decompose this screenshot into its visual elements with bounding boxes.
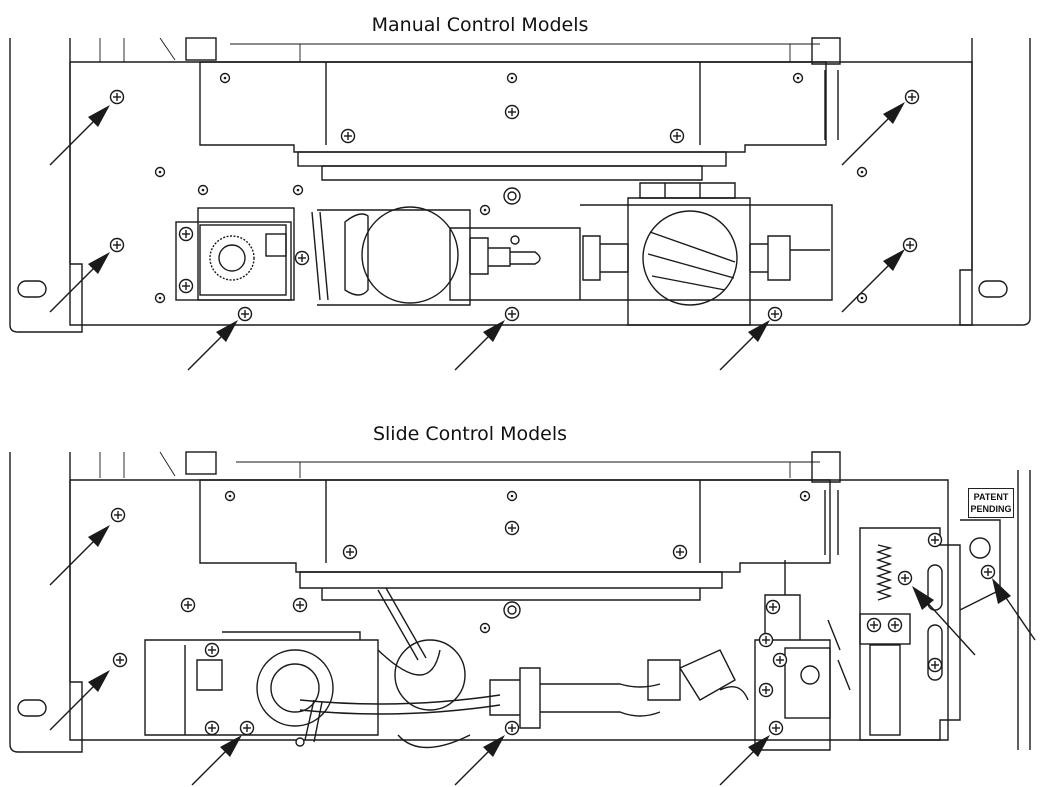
phillips-screw-icon-2 [110,507,996,736]
right-side-plate [959,38,1031,326]
manual-control-title: Manual Control Models [371,14,589,36]
patent-line-1: PATENT [973,492,1009,502]
fittings-2 [489,667,661,729]
fitting [469,237,541,275]
upper-block-dividers [325,62,701,145]
left-side-plate [9,38,83,333]
upper-block [199,61,827,153]
patent-pending-label: PATENT PENDING [968,488,1014,518]
side-fittings [582,235,830,281]
left-slot [17,280,47,298]
rail [297,151,727,167]
right-slot [978,280,1008,298]
tube-lines [299,694,501,715]
right-side-plate-2 [1017,470,1031,750]
manual-control-diagram [9,37,1031,371]
slide-lever [377,587,427,661]
lower-rail [321,165,703,181]
slide-control-title: Slide Control Models [372,423,568,445]
pointer-arrow-icon-2 [49,525,1036,786]
main-panel-2 [69,479,949,741]
left-valve-2 [144,631,379,736]
left-slot-2 [17,699,47,717]
shutoff-knob [642,210,738,306]
upper-lid-lines [99,37,820,62]
pointer-arrow-icon [49,102,905,371]
right-latch [811,37,841,140]
patent-line-2: PENDING [970,504,1012,514]
spring [875,544,893,601]
left-latch [185,37,217,61]
spring-bracket [859,527,961,741]
upper-block-2 [199,479,831,573]
round-chamber [361,206,459,304]
left-side-plate-2 [9,452,83,753]
tube [311,211,329,301]
right-bracket [754,560,831,751]
